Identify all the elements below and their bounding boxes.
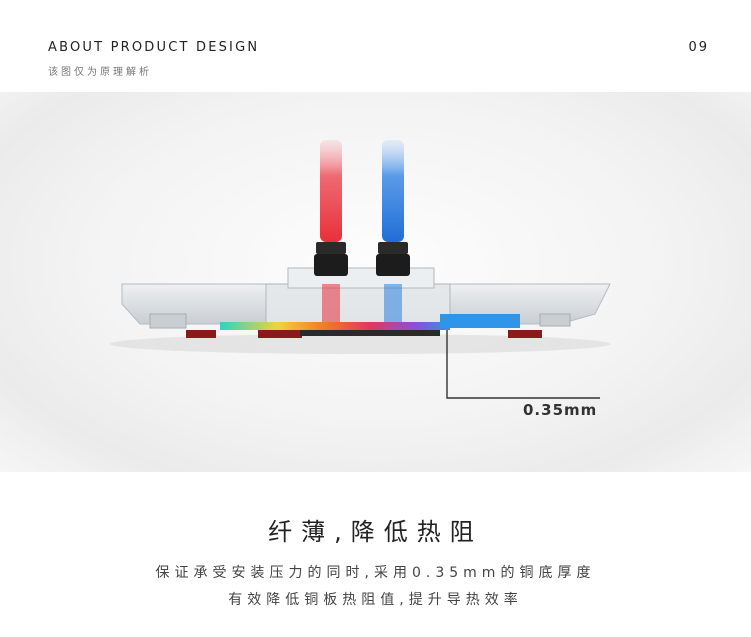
hot-flow-channel bbox=[322, 284, 340, 324]
hot-tube bbox=[320, 140, 342, 242]
cold-flow-channel bbox=[384, 284, 402, 324]
contact-surface bbox=[300, 330, 440, 336]
headline: 纤薄,降低热阻 bbox=[268, 518, 483, 546]
hot-fitting bbox=[314, 254, 348, 276]
description-line-2: 有效降低铜板热阻值,提升导热效率 bbox=[228, 592, 523, 608]
rgb-strip bbox=[220, 322, 450, 330]
cold-fitting bbox=[376, 254, 410, 276]
acrylic-inlet-block bbox=[287, 267, 435, 289]
thickness-measurement: 0.35mm bbox=[523, 401, 598, 419]
page-number: 09 bbox=[688, 40, 709, 55]
acrylic-top-block bbox=[265, 283, 451, 325]
copper-cold-plate bbox=[440, 314, 520, 328]
measurement-line bbox=[446, 330, 600, 399]
product-illustration bbox=[0, 92, 751, 472]
water-block-render bbox=[110, 140, 611, 399]
plate-foot bbox=[539, 313, 571, 327]
base-pad bbox=[186, 330, 216, 338]
cold-tube bbox=[382, 140, 404, 242]
section-title: ABOUT PRODUCT DESIGN bbox=[48, 40, 260, 55]
section-subtitle: 该图仅为原理解析 bbox=[48, 67, 152, 78]
block-shadow bbox=[110, 334, 610, 354]
base-pad bbox=[508, 330, 542, 338]
description-line-1: 保证承受安装压力的同时,采用0.35mm的铜底厚度 bbox=[155, 565, 596, 581]
fitting-ring bbox=[316, 242, 346, 254]
fitting-ring bbox=[378, 242, 408, 254]
base-pad bbox=[258, 330, 302, 338]
plate-foot bbox=[149, 313, 187, 329]
